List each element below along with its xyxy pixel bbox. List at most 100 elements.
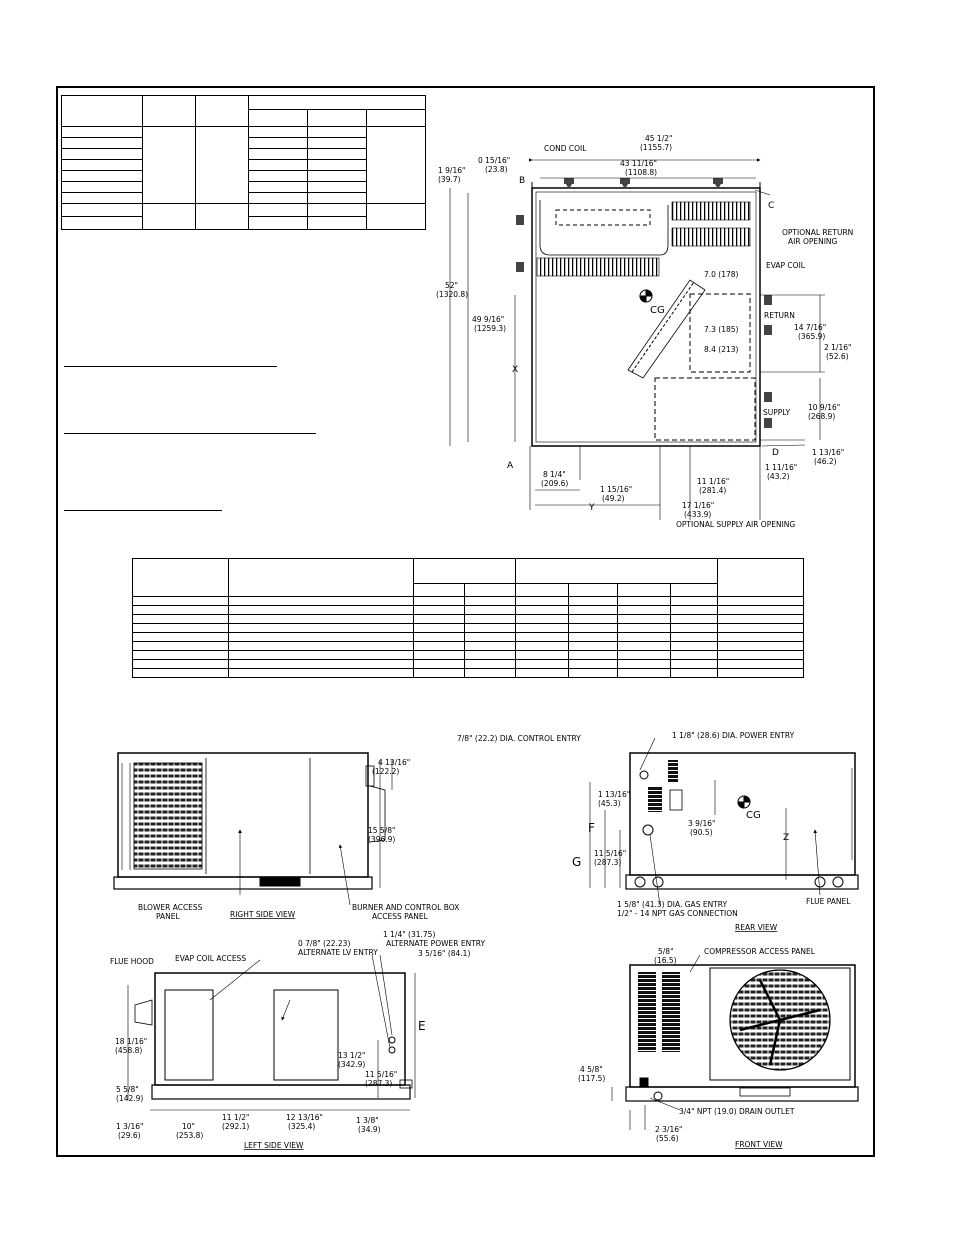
dim-1-15-16-mm: (49.2) bbox=[602, 494, 625, 503]
overall-depth-mm: (1320.8) bbox=[436, 290, 468, 299]
weights-table bbox=[61, 95, 426, 230]
rear-view-title: REAR VIEW bbox=[735, 923, 778, 932]
cond-coil-upper bbox=[671, 201, 751, 221]
power-entry: 1 1/8" (28.6) DIA. POWER ENTRY bbox=[672, 731, 795, 740]
cond-coil-lower bbox=[536, 257, 660, 277]
heading-rule-3 bbox=[64, 510, 222, 511]
left-side-labels: 1 1/4" (31.75) ALTERNATE POWER ENTRY 0 7… bbox=[110, 930, 486, 1150]
inner-depth: 49 9/16" bbox=[472, 315, 504, 324]
point-a: A bbox=[507, 461, 514, 471]
cg-label: CG bbox=[650, 305, 665, 316]
opt-return-2: AIR OPENING bbox=[788, 237, 838, 246]
dim-1-11-16-mm: (43.2) bbox=[767, 472, 790, 481]
inner-width-mm: (1108.8) bbox=[625, 168, 657, 177]
x-label: X bbox=[512, 365, 518, 375]
blower-access-2: PANEL bbox=[156, 912, 181, 921]
alt-lv-entry: ALTERNATE LV ENTRY bbox=[298, 948, 378, 957]
ls-dim-12-13-16: 12 13/16" bbox=[286, 1113, 323, 1122]
dim-10-9-16-mm: (268.9) bbox=[808, 412, 835, 421]
point-c: C bbox=[768, 201, 774, 211]
burner-access-1: BURNER AND CONTROL BOX bbox=[352, 903, 459, 912]
front-view-labels: 5/8" (16.5) COMPRESSOR ACCESS PANEL 4 5/… bbox=[578, 947, 816, 1149]
ls-dim-13-1-2-mm: (342.9) bbox=[338, 1060, 365, 1069]
rear-dim-11-5-16: 11 5/16" bbox=[594, 849, 626, 858]
rs-dim-4-13-16: 4 13/16" bbox=[378, 758, 410, 767]
dimensions-table bbox=[132, 558, 804, 678]
return-label: RETURN bbox=[764, 311, 795, 320]
cond-coil-label: COND COIL bbox=[544, 144, 587, 153]
rs-dim-4-13-16-mm: (122.2) bbox=[372, 767, 399, 776]
top-view-labels: 45 1/2" (1155.7) COND COIL 43 11/16" (11… bbox=[436, 134, 853, 529]
opt-supply-label: OPTIONAL SUPPLY AIR OPENING bbox=[676, 520, 795, 529]
dim-1-15-16: 1 15/16" bbox=[600, 485, 632, 494]
point-d: D bbox=[772, 448, 779, 458]
dim-2-1-16-mm: (52.6) bbox=[826, 352, 849, 361]
rear-view bbox=[589, 737, 859, 906]
point-b: B bbox=[519, 176, 525, 186]
overall-width: 45 1/2" bbox=[645, 134, 672, 143]
fv-dim-4-5-8-mm: (117.5) bbox=[578, 1074, 605, 1083]
rear-dim-11-5-16-mm: (287.3) bbox=[594, 858, 621, 867]
supply-label: SUPPLY bbox=[763, 408, 790, 417]
overall-depth: 52" bbox=[445, 281, 458, 290]
right-side-view bbox=[113, 752, 393, 906]
right-side-title: RIGHT SIDE VIEW bbox=[230, 910, 296, 919]
dim-1-13-16: 1 13/16" bbox=[812, 448, 844, 457]
control-entry: 7/8" (22.2) DIA. CONTROL ENTRY bbox=[457, 734, 581, 743]
dim-2-1-16: 2 1/16" bbox=[824, 343, 851, 352]
fv-dim-2-3-16: 2 3/16" bbox=[655, 1125, 682, 1134]
page-frame bbox=[56, 86, 875, 1157]
heading-rule-1 bbox=[64, 366, 277, 367]
dim-1-13-16-mm: (46.2) bbox=[814, 457, 837, 466]
condenser-grille bbox=[133, 762, 203, 870]
rear-cg-label: CG bbox=[746, 810, 761, 821]
dim-1-9-16-mm: (39.7) bbox=[438, 175, 461, 184]
ls-dim-10: 10" bbox=[182, 1122, 195, 1131]
burner-access-2: ACCESS PANEL bbox=[372, 912, 429, 921]
y-label: Y bbox=[588, 503, 595, 513]
ls-dim-0-7-8: 0 7/8" (22.23) bbox=[298, 939, 350, 948]
gas-connection: 1/2" - 14 NPT GAS CONNECTION bbox=[617, 909, 738, 918]
ls-dim-5-5-8-mm: (142.9) bbox=[116, 1094, 143, 1103]
rs-dim-15-5-8-mm: (396.9) bbox=[368, 835, 395, 844]
ls-dim-1-1-4: 1 1/4" (31.75) bbox=[383, 930, 435, 939]
ls-dim-3-5-16: 3 5/16" (84.1) bbox=[418, 949, 470, 958]
dim-17-1-16-mm: (433.9) bbox=[684, 510, 711, 519]
flue-hood-label: FLUE HOOD bbox=[110, 957, 154, 966]
inner-depth-mm: (1259.3) bbox=[474, 324, 506, 333]
dim-8-1-4: 8 1/4" bbox=[543, 470, 566, 479]
dim-11-1-16: 11 1/16" bbox=[697, 477, 729, 486]
ls-dim-1-3-16: 1 3/16" bbox=[116, 1122, 143, 1131]
gas-entry: 1 5/8" (41.3) DIA. GAS ENTRY bbox=[617, 900, 727, 909]
rear-dim-3-9-16: 3 9/16" bbox=[688, 819, 715, 828]
ls-dim-1-3-8: 1 3/8" bbox=[356, 1116, 379, 1125]
dim-8-4: 8.4 (213) bbox=[704, 345, 739, 354]
rear-dim-1-13-16: 1 13/16" bbox=[598, 790, 630, 799]
rear-dim-1-13-16-mm: (45.3) bbox=[598, 799, 621, 808]
front-view bbox=[611, 954, 859, 1130]
fv-dim-4-5-8: 4 5/8" bbox=[580, 1065, 603, 1074]
top-view-outline bbox=[531, 187, 761, 447]
alt-power-entry: ALTERNATE POWER ENTRY bbox=[386, 939, 486, 948]
ls-dim-10-mm: (253.8) bbox=[176, 1131, 203, 1140]
ls-dim-1-3-16-mm: (29.6) bbox=[118, 1131, 141, 1140]
ls-dim-12-13-16-mm: (325.4) bbox=[288, 1122, 315, 1131]
dim-1-9-16: 1 9/16" bbox=[438, 166, 465, 175]
e-label: E bbox=[418, 1019, 426, 1033]
ls-dim-11-5-16-mm: (287.3) bbox=[365, 1079, 392, 1088]
compressor-access-label: COMPRESSOR ACCESS PANEL bbox=[704, 947, 816, 956]
ls-dim-13-1-2: 13 1/2" bbox=[338, 1051, 365, 1060]
dim-14-7-16: 14 7/16" bbox=[794, 323, 826, 332]
rs-dim-15-5-8: 15 5/8" bbox=[368, 826, 395, 835]
dim-17-1-16: 17 1/16" bbox=[682, 501, 714, 510]
evap-coil-access-label: EVAP COIL ACCESS bbox=[175, 954, 246, 963]
drain-outlet-label: 3/4" NPT (19.0) DRAIN OUTLET bbox=[679, 1107, 795, 1116]
ls-dim-11-5-16: 11 5/16" bbox=[365, 1070, 397, 1079]
fv-dim-5-8: 5/8" bbox=[658, 947, 674, 956]
flue-panel-label: FLUE PANEL bbox=[806, 897, 851, 906]
dim-15-16: 0 15/16" bbox=[478, 156, 510, 165]
overall-width-mm: (1155.7) bbox=[640, 143, 672, 152]
dim-7-3: 7.3 (185) bbox=[704, 325, 739, 334]
rear-dim-3-9-16-mm: (90.5) bbox=[690, 828, 713, 837]
